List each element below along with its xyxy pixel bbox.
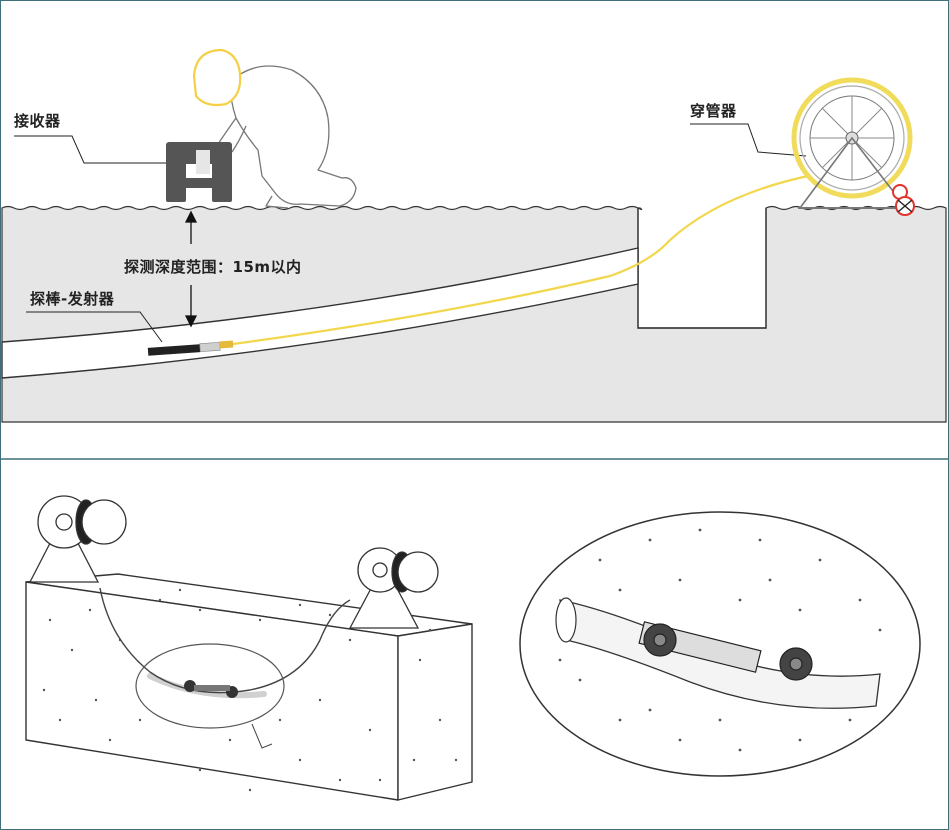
receiver-device [166, 142, 232, 202]
inspection-callout [135, 643, 285, 729]
right-reel [348, 547, 439, 629]
receiver-label: 接收器 [14, 112, 61, 130]
top-panel [1, 48, 947, 423]
depth-arrow [184, 210, 198, 328]
access-pit [637, 208, 767, 329]
helmet-icon [192, 48, 242, 107]
left-reel [28, 495, 127, 583]
magnified-view [519, 511, 921, 777]
cable-path [99, 587, 351, 694]
bottom-panel [25, 495, 921, 801]
rodder-reel [791, 77, 915, 216]
rodder-leader [690, 123, 807, 157]
probe-leader [26, 311, 163, 343]
probe-transmitter [147, 344, 201, 356]
worker-figure [192, 48, 357, 209]
probe-connector [218, 340, 234, 349]
receiver-leader [14, 135, 166, 164]
rodder-label: 穿管器 [690, 102, 737, 120]
concrete-texture [42, 588, 458, 792]
rodder-cable [232, 174, 809, 346]
pipe-robot-large [638, 621, 813, 681]
probe-tip [199, 341, 221, 353]
probe-transmitter-label: 探棒-发射器 [30, 290, 115, 308]
depth-range-label: 探测深度范围：15m以内 [124, 258, 302, 276]
pipe-robot-small [184, 680, 238, 698]
underground-pipe [1, 247, 639, 379]
